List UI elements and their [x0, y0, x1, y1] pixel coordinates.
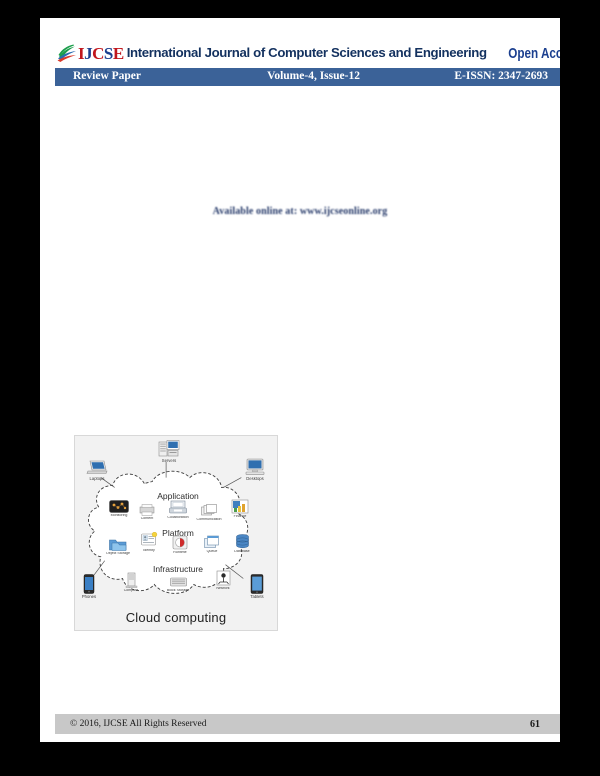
layer-label-infrastructure: Infrastructure [152, 564, 204, 574]
tablet-icon [250, 574, 264, 594]
identity-icon [140, 532, 157, 546]
finance-icon [231, 499, 249, 514]
client-node-servers: Servers [151, 440, 187, 463]
database-icon [235, 534, 249, 548]
app-node-communication: Communication [191, 504, 227, 522]
platform-node-queue: Queue [194, 535, 230, 554]
client-node-laptops: Laptops [79, 460, 115, 481]
infra-label-network: Network [216, 587, 230, 590]
platform-label-runtime: Runtime [173, 551, 187, 554]
journal-masthead: IJCSE International Journal of Computer … [55, 38, 560, 68]
platform-node-identity: Identity [131, 532, 167, 553]
app-node-collaboration: Collaboration [160, 500, 196, 520]
journal-title: International Journal of Computer Scienc… [126, 45, 487, 61]
platform-label-database: Database [234, 550, 250, 553]
app-label-content: Content [140, 517, 154, 520]
platform-node-object-storage: Object Storage [100, 537, 136, 556]
layer-label-application: Application [157, 491, 199, 501]
figure-caption: Cloud computing [125, 610, 227, 625]
journal-info-bar: Review Paper Volume-4, Issue-12 E-ISSN: … [55, 68, 560, 86]
object-storage-icon [109, 539, 127, 551]
app-label-finance: Finance [233, 515, 247, 518]
block-storage-icon [169, 577, 187, 587]
servers-icon [158, 440, 180, 457]
platform-label-queue: Queue [206, 550, 218, 553]
journal-logo: IJCSE [55, 42, 124, 64]
app-node-monitoring: Monitoring [101, 500, 137, 518]
open-access-badge: Open Access [507, 44, 560, 62]
platform-label-identity: Identity [143, 549, 155, 552]
client-node-desktops: Desktops [237, 458, 273, 481]
cloud-computing-diagram: Application Platform Infrastructure Moni… [75, 436, 277, 630]
communication-icon [201, 504, 217, 516]
queue-icon [203, 535, 219, 548]
infra-node-compute: Compute [113, 572, 149, 593]
paper-type-label: Review Paper [73, 70, 142, 83]
scan-border-bottom [0, 742, 600, 776]
footer-page-number: 61 [530, 718, 540, 730]
eissn-label: E-ISSN: 2347-2693 [454, 70, 548, 83]
infra-node-block-storage: Block Storage [160, 576, 196, 593]
content-icon [139, 504, 155, 516]
infra-node-network: Network [205, 570, 241, 591]
platform-node-runtime: Runtime [162, 535, 198, 555]
platform-node-database: Database [224, 534, 260, 554]
document-page: IJCSE International Journal of Computer … [40, 0, 560, 776]
desktop-icon [245, 458, 265, 475]
client-label-laptops: Laptops [89, 477, 105, 481]
scan-border-top [0, 0, 600, 18]
app-node-finance: Finance [222, 499, 258, 519]
client-label-phones: Phones [81, 595, 97, 599]
scan-border-left [0, 0, 40, 776]
platform-label-object-storage: Object Storage [106, 552, 130, 555]
compute-icon [125, 572, 137, 588]
journal-logo-text: IJCSE [78, 43, 124, 63]
app-label-collaboration: Collaboration [167, 516, 189, 519]
footer-copyright: © 2016, IJCSE All Rights Reserved [70, 719, 207, 729]
client-node-tablets: Tablets [239, 574, 275, 599]
app-node-content: Content [129, 504, 165, 521]
collaboration-icon [169, 500, 187, 514]
available-online-link[interactable]: Available online at: www.ijcseonline.org [212, 206, 388, 217]
client-node-phones: Phones [75, 574, 107, 599]
runtime-icon [172, 535, 188, 550]
infra-label-block-storage: Block Storage [166, 589, 190, 592]
network-icon [216, 570, 230, 586]
infra-label-compute: Compute [123, 589, 139, 592]
ijcse-wave-logo-icon [57, 44, 76, 62]
client-label-desktops: Desktops [246, 477, 264, 481]
client-label-tablets: Tablets [250, 595, 264, 599]
scan-border-right [560, 0, 600, 776]
phone-icon [83, 574, 95, 594]
app-label-monitoring: Monitoring [110, 514, 128, 517]
page-footer: © 2016, IJCSE All Rights Reserved 61 [55, 714, 560, 734]
cloud-computing-figure: Application Platform Infrastructure Moni… [74, 435, 278, 631]
app-label-communication: Communication [196, 518, 222, 521]
laptop-icon [86, 460, 108, 474]
monitoring-icon [109, 500, 129, 513]
volume-issue-label: Volume-4, Issue-12 [267, 70, 360, 83]
layer-label-platform: Platform [162, 528, 194, 538]
client-label-servers: Servers [161, 459, 177, 463]
